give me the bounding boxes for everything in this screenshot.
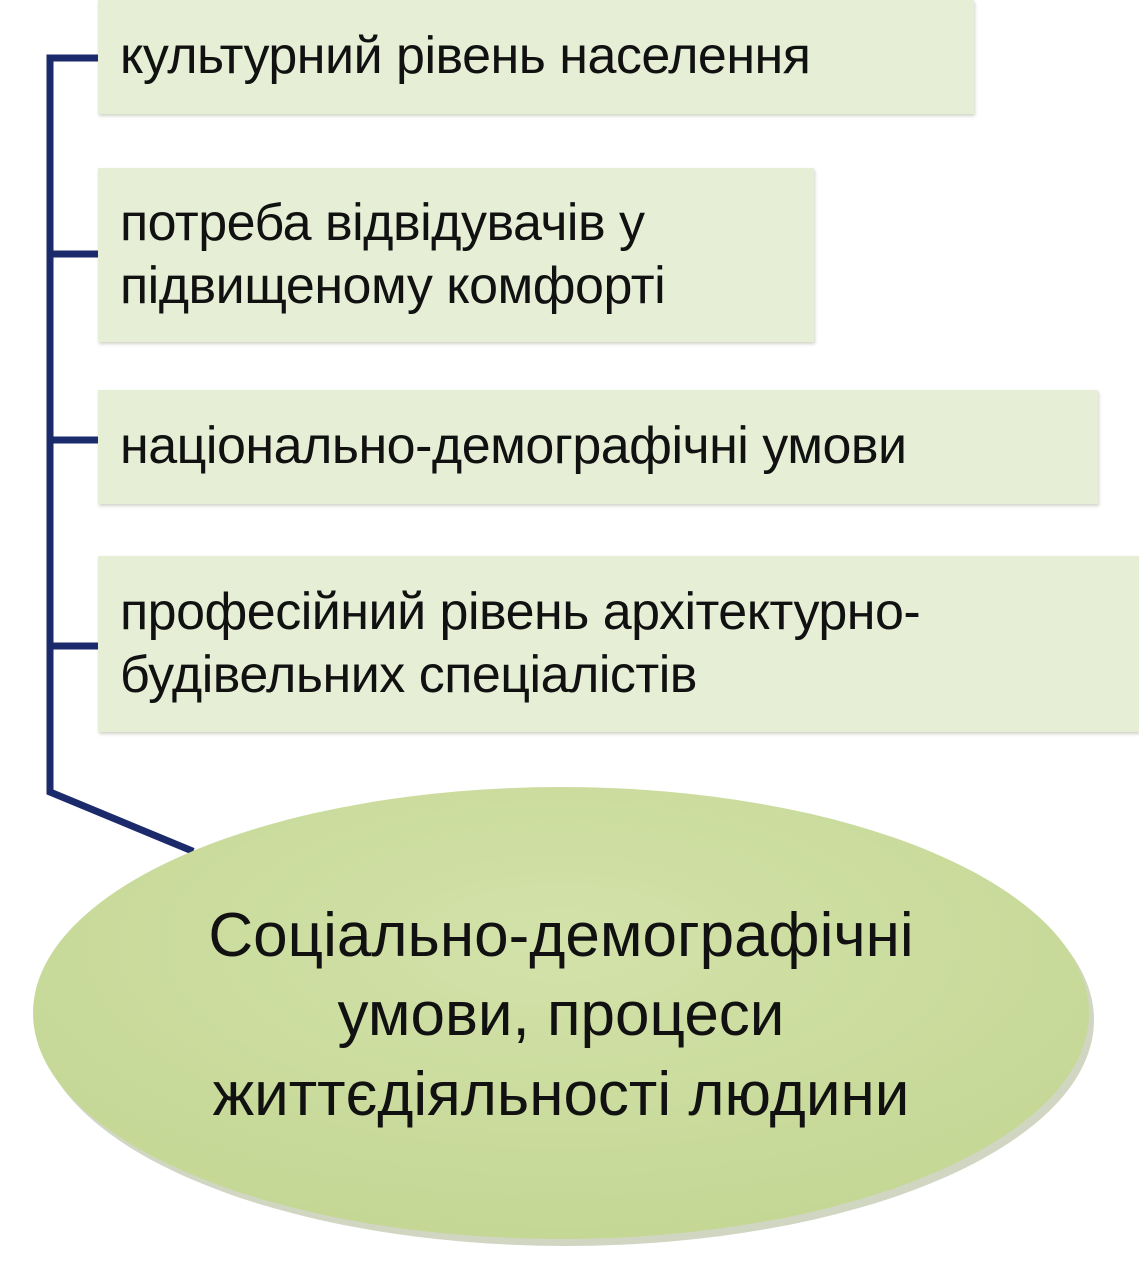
factor-box-visitor-comfort: потреба відвідувачів у підвищеному комфо…: [98, 168, 814, 342]
factor-label: національно-демографічні умови: [120, 417, 907, 476]
factor-box-national-demographic: національно-демографічні умови: [98, 390, 1098, 504]
factor-label: професійний рівень архітектурно- будівел…: [120, 582, 921, 704]
factor-box-professional-level: професійний рівень архітектурно- будівел…: [98, 556, 1139, 732]
root-label: Соціально-демографічні умови, процеси жи…: [208, 900, 914, 1129]
root-node: Соціально-демографічні умови, процеси жи…: [28, 780, 1094, 1250]
root-ellipse-shape: [33, 787, 1094, 1246]
factor-label: потреба відвідувачів у підвищеному комфо…: [120, 193, 666, 315]
connector-trunk: [46, 54, 195, 855]
factor-label: культурний рівень населення: [120, 27, 811, 86]
factor-box-cultural-level: культурний рівень населення: [98, 0, 974, 114]
